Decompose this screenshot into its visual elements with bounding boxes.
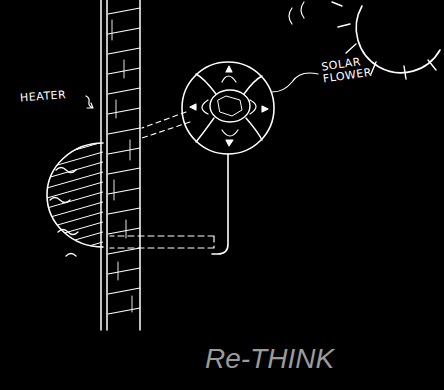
heater-dome xyxy=(47,143,103,247)
heat-waves xyxy=(50,168,78,257)
heater-hatching xyxy=(40,130,110,270)
pipe-dashed xyxy=(110,236,214,248)
flower-hub xyxy=(210,90,250,122)
hub-detail xyxy=(218,96,242,116)
petal-arrows xyxy=(190,66,268,146)
mount-dashes xyxy=(142,112,190,138)
ladder-marks xyxy=(112,20,132,312)
petal-folds xyxy=(202,76,256,136)
flower-rim xyxy=(182,62,274,154)
ladder-rungs xyxy=(108,8,140,314)
sun-outline xyxy=(356,6,440,73)
petal-dividers xyxy=(196,74,262,142)
flower-leader xyxy=(272,73,318,92)
caption: Re-THINK xyxy=(205,344,405,373)
sun-marks xyxy=(289,2,304,24)
ladder-rails xyxy=(101,0,140,330)
heater-leader xyxy=(86,96,93,108)
